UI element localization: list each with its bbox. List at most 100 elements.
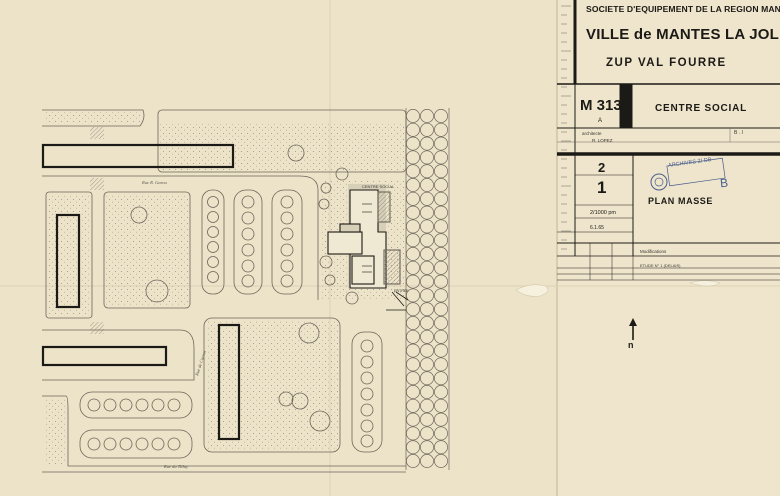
grid-tree xyxy=(420,191,434,206)
block-outline xyxy=(203,317,341,453)
grid-tree xyxy=(420,122,434,137)
grid-tree xyxy=(420,302,434,317)
grid-tree xyxy=(420,233,434,248)
grid-tree xyxy=(406,440,420,455)
stamp-mark: B xyxy=(719,175,729,191)
etude-row: ETUDE N° 1 (DELAIS) xyxy=(640,263,681,268)
grid-tree xyxy=(406,205,420,220)
grid-tree xyxy=(420,454,434,468)
grid-tree xyxy=(434,109,448,123)
centre-social-building xyxy=(327,184,409,311)
crossing xyxy=(90,127,104,139)
grid-tree xyxy=(434,412,448,427)
tree-grid xyxy=(405,108,450,470)
grid-tree xyxy=(406,164,420,179)
architect-name: R. LOPEZ xyxy=(592,138,613,143)
grid-tree xyxy=(406,357,420,372)
drawing-date: 6.1.65 xyxy=(590,225,604,231)
grid-tree xyxy=(434,136,448,151)
grid-tree xyxy=(406,122,420,137)
grid-tree xyxy=(406,412,420,427)
grid-tree xyxy=(420,219,434,234)
grid-tree xyxy=(434,426,448,441)
grid-tree xyxy=(434,288,448,303)
site-plan xyxy=(41,108,450,473)
label-rue-bottom: Rue du Tillay xyxy=(163,464,188,469)
grid-tree xyxy=(406,233,420,248)
building-slab xyxy=(41,143,235,169)
grid-tree xyxy=(434,205,448,220)
grid-tree xyxy=(406,398,420,413)
building-slab xyxy=(41,345,168,367)
grid-tree xyxy=(406,178,420,192)
grid-tree xyxy=(434,260,448,275)
grid-tree xyxy=(434,302,448,317)
drawing-title: PLAN MASSE xyxy=(648,196,714,206)
grid-tree xyxy=(434,398,448,413)
grid-tree xyxy=(434,343,448,358)
grid-tree xyxy=(420,398,434,413)
cell-code: B . I xyxy=(734,130,743,136)
label-rue-top: Rue R. Garou xyxy=(141,180,167,185)
grid-tree xyxy=(406,219,420,234)
road-outline xyxy=(42,395,406,467)
grid-tree xyxy=(406,136,420,151)
grid-tree xyxy=(434,440,448,455)
archive-stamp xyxy=(650,157,726,191)
road-outline xyxy=(42,329,195,381)
paper-tear xyxy=(689,280,721,287)
grid-tree xyxy=(434,385,448,399)
drawing-reference: M 313 xyxy=(580,97,622,114)
grid-tree xyxy=(420,109,434,123)
road-outline xyxy=(42,109,145,127)
grid-tree xyxy=(406,329,420,344)
planted-area xyxy=(106,194,188,306)
title-block xyxy=(557,0,780,281)
company-name: SOCIETE D'EQUIPEMENT DE LA REGION MANTAI… xyxy=(586,4,780,14)
label-entree: ENTREE xyxy=(394,289,409,293)
grid-tree xyxy=(406,371,420,386)
title-block-ruler xyxy=(561,5,571,250)
building-slab xyxy=(217,323,241,441)
parking-lots xyxy=(79,189,383,459)
grid-tree xyxy=(406,316,420,330)
grid-tree xyxy=(434,233,448,248)
building-slab xyxy=(55,213,81,309)
building-name: CENTRE SOCIAL xyxy=(655,103,748,114)
grid-tree xyxy=(420,205,434,220)
grid-tree xyxy=(434,371,448,386)
block-outline xyxy=(45,191,93,319)
grid-tree xyxy=(434,274,448,289)
zone-name: ZUP VAL FOURRE xyxy=(606,57,727,69)
grid-tree xyxy=(406,385,420,399)
planted-area xyxy=(44,112,142,124)
grid-tree xyxy=(406,247,420,261)
north-arrow-icon xyxy=(629,318,637,340)
grid-tree xyxy=(406,288,420,303)
revision-number: 2 xyxy=(598,160,606,175)
drawing-scale: 2/1000 pm xyxy=(590,210,616,216)
crossing xyxy=(90,322,104,334)
paper-right-panel xyxy=(557,0,780,496)
block-outline xyxy=(103,191,191,309)
grid-tree xyxy=(434,329,448,344)
grid-tree xyxy=(434,454,448,468)
grid-tree xyxy=(420,440,434,455)
grid-tree xyxy=(420,371,434,386)
grid-tree xyxy=(420,178,434,192)
grid-tree xyxy=(420,274,434,289)
grid-tree xyxy=(406,454,420,468)
grid-tree xyxy=(434,178,448,192)
grid-tree xyxy=(406,302,420,317)
road-outline xyxy=(42,175,319,300)
grid-tree xyxy=(434,316,448,330)
grid-tree xyxy=(434,122,448,137)
grid-tree xyxy=(420,329,434,344)
grid-tree xyxy=(420,385,434,399)
planted-area xyxy=(44,398,66,464)
planted-area xyxy=(206,320,338,450)
modifications-header: Modifications xyxy=(640,249,667,254)
grid-tree xyxy=(420,426,434,441)
grid-tree xyxy=(420,247,434,261)
grid-tree xyxy=(434,191,448,206)
